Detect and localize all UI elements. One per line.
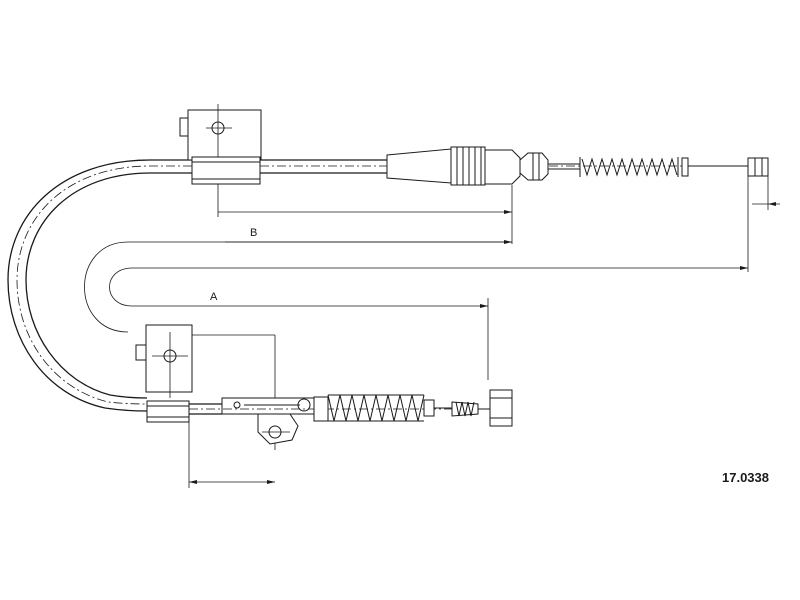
- dimension-b-label: B: [250, 227, 257, 239]
- part-number: 17.0338: [722, 470, 769, 485]
- bottom-mounting-bracket: [135, 324, 276, 450]
- bottom-ferrule: [146, 400, 190, 423]
- bottom-bellows: [313, 394, 435, 422]
- top-nipple: [747, 157, 769, 177]
- top-ferrule: [191, 156, 261, 185]
- dimension-a: [480, 298, 489, 380]
- overall-length-dimension: [84, 176, 749, 333]
- bottom-dimension: [188, 422, 275, 488]
- cable-sheath: [7, 159, 192, 412]
- dimension-b: [218, 185, 513, 244]
- top-spring: [579, 157, 748, 177]
- top-end-fitting: [386, 146, 580, 186]
- nipple-offset-dimension: [752, 176, 780, 210]
- dimension-a-label: A: [210, 291, 218, 303]
- bottom-sheath: [189, 397, 500, 445]
- bottom-end-fitting: [434, 389, 513, 427]
